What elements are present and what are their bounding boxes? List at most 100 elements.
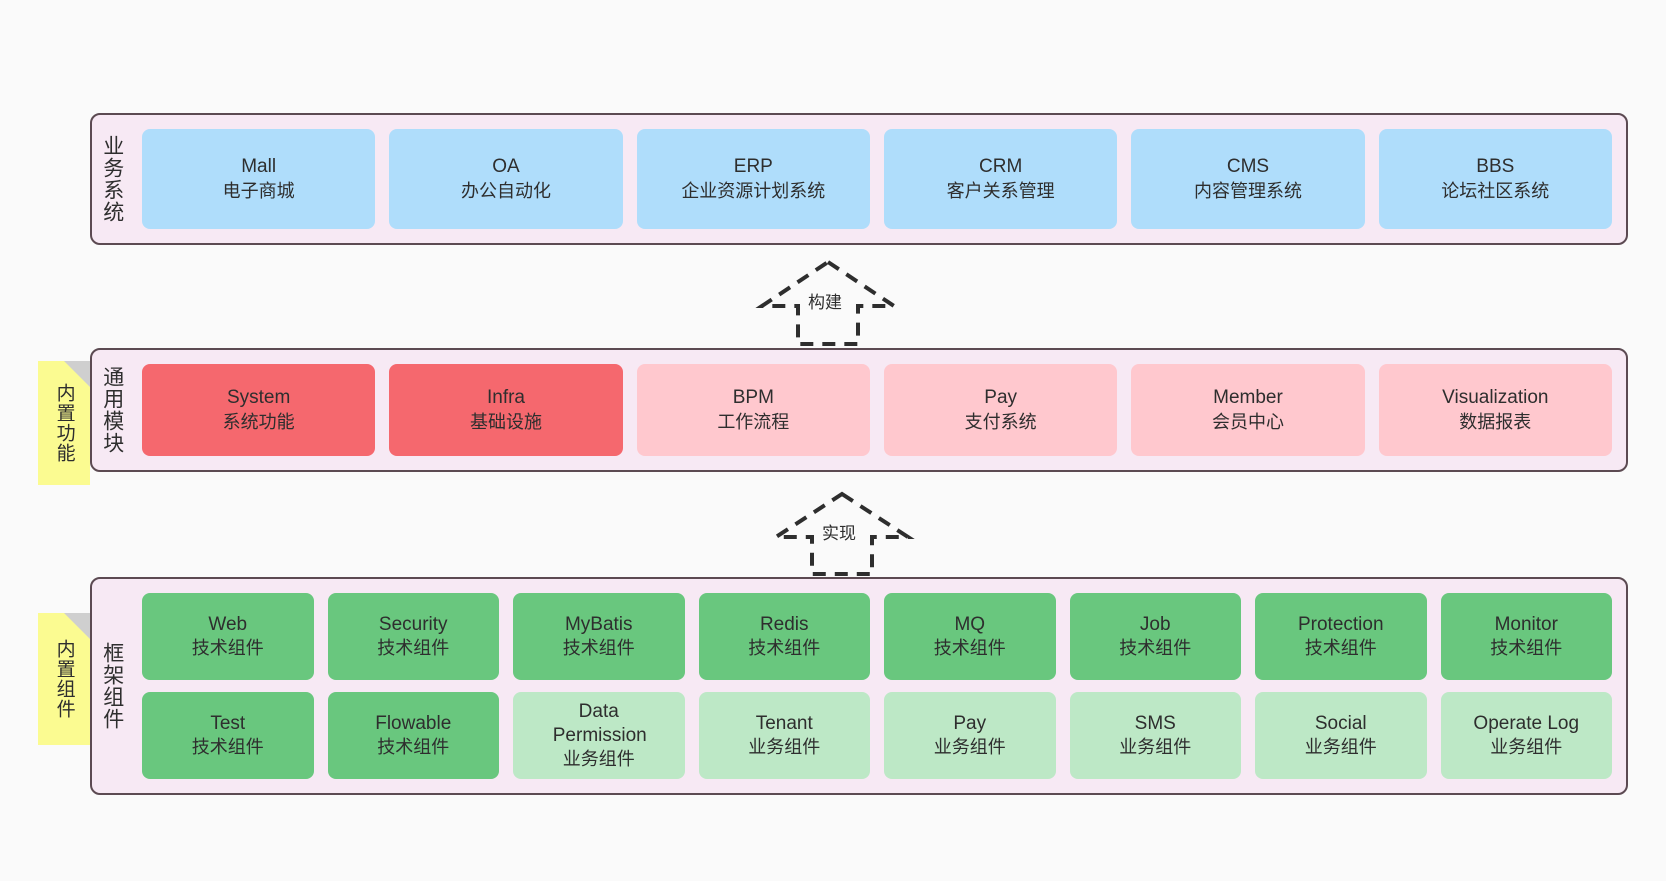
- node-label-en: CMS: [1226, 156, 1270, 178]
- node-label-en: Security: [378, 613, 448, 635]
- connector-implement-label: 实现: [820, 519, 858, 544]
- node-label-cn: 业务组件: [748, 737, 821, 758]
- node-label-cn: 技术组件: [191, 638, 264, 659]
- node-label-en: Infra: [486, 387, 525, 409]
- node-label-cn: 业务组件: [1490, 737, 1563, 758]
- layer-body-business-system: Mall 电子商城 OA 办公自动化 ERP 企业资源计划系统 CRM 客户关系…: [132, 115, 1626, 243]
- node-erp[interactable]: ERP 企业资源计划系统: [636, 129, 870, 229]
- node-label-en: Mall: [241, 156, 277, 178]
- node-label-cn: 论坛社区系统: [1441, 180, 1550, 201]
- node-label-cn: 业务组件: [562, 749, 635, 770]
- node-label-en: Redis: [759, 613, 809, 635]
- layer-body-framework-component: Web 技术组件 Security 技术组件 MyBatis 技术组件 Redi…: [132, 579, 1626, 793]
- node-label-en: Job: [1139, 613, 1171, 635]
- node-label-en: CRM: [979, 156, 1023, 178]
- dashed-hollow-arrow-icon: [755, 259, 901, 346]
- node-label-en: Pay: [984, 387, 1018, 409]
- layer-title-framework-component: 框架组件: [100, 642, 124, 730]
- node-oa[interactable]: OA 办公自动化: [389, 129, 623, 229]
- node-label-cn: 系统功能: [222, 411, 295, 432]
- node-label-cn: 技术组件: [933, 638, 1006, 659]
- dashed-hollow-arrow-icon: [769, 491, 915, 576]
- node-label-en: BBS: [1476, 156, 1515, 178]
- node-label-en: Tenant: [755, 712, 813, 734]
- sticky-fold-corner-icon: [64, 361, 90, 387]
- layer-business-system: 业务系统 Mall 电子商城 OA 办公自动化 ERP 企业资源计划系统 CRM…: [90, 113, 1628, 245]
- node-label-en: Monitor: [1494, 613, 1558, 635]
- sticky-note-label: 内置功能: [53, 383, 75, 463]
- node-label-cn: 内容管理系统: [1193, 180, 1302, 201]
- node-label-en: Test: [210, 712, 246, 734]
- node-pay[interactable]: Pay 支付系统: [883, 364, 1118, 456]
- layer-title-common-module: 通用模块: [100, 366, 124, 454]
- node-label-en: BPM: [732, 387, 774, 409]
- node-label-cn: 数据报表: [1459, 411, 1532, 432]
- node-bbs[interactable]: BBS 论坛社区系统: [1378, 129, 1612, 229]
- node-label-cn: 支付系统: [964, 411, 1037, 432]
- node-label-en: Web: [208, 613, 248, 635]
- node-redis[interactable]: Redis 技术组件: [698, 593, 870, 680]
- node-label-cn: 企业资源计划系统: [681, 180, 826, 201]
- node-label-cn: 技术组件: [377, 638, 450, 659]
- layer-title-business-system: 业务系统: [100, 135, 124, 223]
- node-system[interactable]: System 系统功能: [142, 364, 376, 456]
- layer-body-common-module: System 系统功能 Infra 基础设施 BPM 工作流程 Pay 支付系统…: [132, 350, 1626, 470]
- node-label-cn: 客户关系管理: [946, 180, 1055, 201]
- node-label-cn: 会员中心: [1211, 411, 1284, 432]
- node-label-en: Protection: [1297, 613, 1384, 635]
- node-sms[interactable]: SMS 业务组件: [1069, 692, 1241, 779]
- connector-build: 构建: [755, 258, 901, 348]
- node-label-en: ERP: [733, 156, 773, 178]
- node-mall[interactable]: Mall 电子商城: [142, 129, 376, 229]
- sticky-note-label: 内置组件: [53, 639, 75, 719]
- node-mq[interactable]: MQ 技术组件: [884, 593, 1056, 680]
- node-test[interactable]: Test 技术组件: [142, 692, 314, 779]
- node-web[interactable]: Web 技术组件: [142, 593, 314, 680]
- node-protection[interactable]: Protection 技术组件: [1255, 593, 1427, 680]
- node-label-en: Social: [1314, 712, 1367, 734]
- layer-common-module: 通用模块 System 系统功能 Infra 基础设施 BPM 工作流程 Pay…: [90, 348, 1628, 472]
- sticky-note-builtin-component: 内置组件: [38, 613, 90, 745]
- node-cms[interactable]: CMS 内容管理系统: [1131, 129, 1365, 229]
- node-label-en: Visualization: [1442, 387, 1549, 409]
- node-tenant[interactable]: Tenant 业务组件: [698, 692, 870, 779]
- node-label-en: Flowable: [375, 712, 452, 734]
- node-label-cn: 业务组件: [1119, 737, 1192, 758]
- connector-implement: 实现: [769, 490, 915, 578]
- node-bpm[interactable]: BPM 工作流程: [636, 364, 870, 456]
- node-label-en: SMS: [1134, 712, 1176, 734]
- node-label-en: MQ: [954, 613, 986, 635]
- node-label-en: MyBatis: [564, 613, 633, 635]
- node-label-cn: 业务组件: [933, 737, 1006, 758]
- node-label-cn: 业务组件: [1304, 737, 1377, 758]
- node-label-cn: 基础设施: [469, 411, 542, 432]
- node-label-cn: 工作流程: [717, 411, 790, 432]
- node-label-cn: 办公自动化: [460, 180, 551, 201]
- node-label-en: Operate Log: [1473, 712, 1580, 734]
- node-label-en: Pay: [953, 712, 987, 734]
- node-operate-log[interactable]: Operate Log 业务组件: [1440, 692, 1612, 779]
- node-pay-biz[interactable]: Pay 业务组件: [884, 692, 1056, 779]
- node-label-en: Data Permission: [552, 700, 647, 746]
- sticky-note-builtin-function: 内置功能: [38, 361, 90, 485]
- node-mybatis[interactable]: MyBatis 技术组件: [513, 593, 685, 680]
- node-label-en: Member: [1213, 387, 1283, 409]
- sticky-fold-corner-icon: [64, 613, 90, 639]
- node-label-cn: 技术组件: [377, 737, 450, 758]
- node-job[interactable]: Job 技术组件: [1069, 593, 1241, 680]
- node-crm[interactable]: CRM 客户关系管理: [883, 129, 1118, 229]
- node-label-en: System: [226, 387, 291, 409]
- node-infra[interactable]: Infra 基础设施: [389, 364, 623, 456]
- node-label-cn: 技术组件: [191, 737, 264, 758]
- node-label-cn: 技术组件: [1304, 638, 1377, 659]
- connector-build-label: 构建: [806, 288, 844, 313]
- node-security[interactable]: Security 技术组件: [327, 593, 499, 680]
- node-visualization[interactable]: Visualization 数据报表: [1378, 364, 1612, 456]
- node-monitor[interactable]: Monitor 技术组件: [1440, 593, 1612, 680]
- node-member[interactable]: Member 会员中心: [1131, 364, 1365, 456]
- node-data-permission[interactable]: Data Permission 业务组件: [513, 692, 685, 779]
- node-social[interactable]: Social 业务组件: [1255, 692, 1427, 779]
- node-label-cn: 技术组件: [1119, 638, 1192, 659]
- node-flowable[interactable]: Flowable 技术组件: [327, 692, 499, 779]
